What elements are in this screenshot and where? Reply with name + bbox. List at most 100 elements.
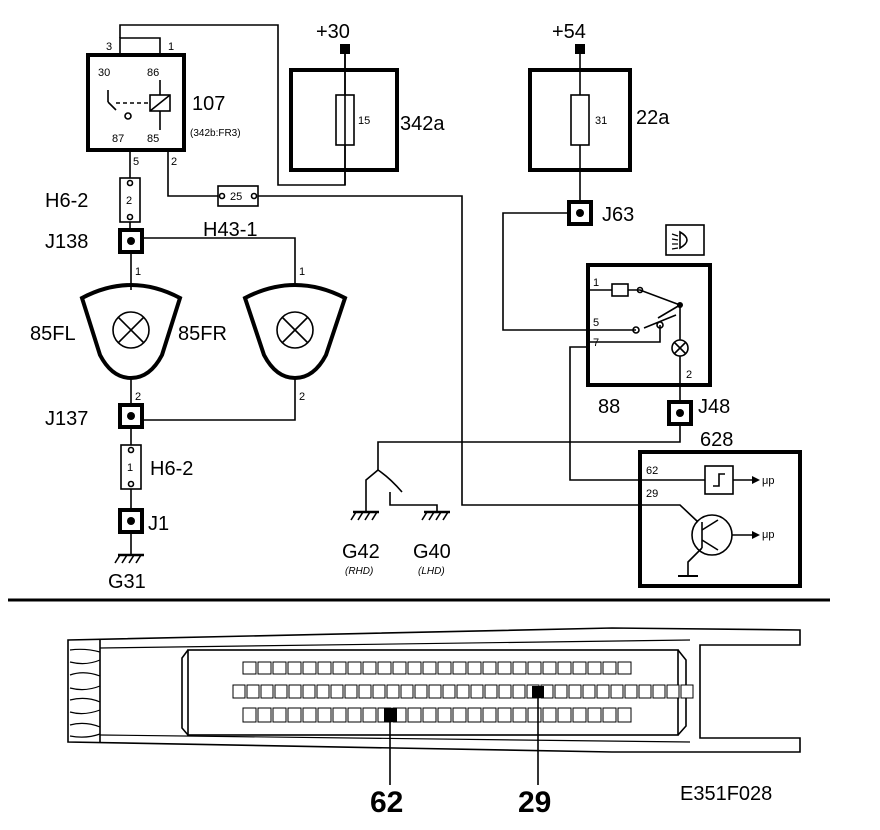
connector-pin bbox=[482, 707, 497, 723]
connector-view bbox=[67, 627, 801, 753]
connector-pin bbox=[587, 707, 602, 723]
fuse-342a-num: 15 bbox=[358, 115, 370, 127]
power-plus54: +54 bbox=[552, 21, 586, 43]
connector-pin bbox=[386, 684, 400, 699]
connector-pin bbox=[512, 684, 526, 699]
connector-pin bbox=[624, 684, 638, 699]
ground-g42-label: G42 bbox=[342, 541, 380, 563]
connector-h6-2-bottom-label: H6-2 bbox=[150, 458, 193, 480]
ground-g40-label: G40 bbox=[413, 541, 451, 563]
ground-selector bbox=[365, 469, 438, 512]
connector-pin bbox=[372, 684, 386, 699]
relay-pin-3: 3 bbox=[106, 41, 112, 53]
headlight-symbol-icon bbox=[665, 224, 705, 256]
connector-pin bbox=[407, 707, 422, 723]
connector-pin bbox=[302, 707, 317, 723]
connector-pin bbox=[257, 661, 272, 675]
power-plus30: +30 bbox=[316, 21, 350, 43]
ecu-mu-bottom: μp bbox=[762, 529, 774, 541]
junction-j1-label: J1 bbox=[148, 513, 169, 535]
fuse-22a-label: 22a bbox=[636, 107, 670, 129]
connector-h6-2-bottom-pin: 1 bbox=[127, 462, 133, 474]
ecu-mu-top: μp bbox=[762, 475, 774, 487]
lamp-85fr-pin-bottom: 2 bbox=[299, 391, 305, 403]
ecu-628: 628 62 29 μp μp bbox=[638, 429, 802, 588]
figure-id: E351F028 bbox=[680, 783, 772, 805]
connector-pin-29 bbox=[532, 686, 544, 698]
connector-pin bbox=[288, 684, 302, 699]
ground-g31: G31 bbox=[108, 553, 146, 593]
junction-j137: J137 bbox=[45, 403, 144, 430]
fuse-342a-label: 342a bbox=[400, 113, 445, 135]
connector-pin bbox=[442, 684, 456, 699]
connector-pin bbox=[358, 684, 372, 699]
switch-88: 1 5 7 2 88 bbox=[586, 263, 712, 418]
connector-pin bbox=[512, 707, 527, 723]
connector-pin bbox=[302, 661, 317, 675]
connector-pin bbox=[602, 707, 617, 723]
junction-j138-label: J138 bbox=[45, 231, 88, 253]
connector-pin bbox=[377, 661, 392, 675]
junction-j48-label: J48 bbox=[698, 396, 730, 418]
connector-pin bbox=[572, 707, 587, 723]
connector-pin bbox=[467, 661, 482, 675]
connector-pin bbox=[317, 661, 332, 675]
pin-grid bbox=[232, 661, 694, 723]
relay-pin-85: 85 bbox=[147, 133, 159, 145]
lamp-85fr: 1 2 85FR bbox=[178, 266, 348, 403]
connector-pin bbox=[587, 661, 602, 675]
connector-pin bbox=[527, 707, 542, 723]
connector-pin bbox=[287, 707, 302, 723]
connector-pin bbox=[467, 707, 482, 723]
connector-pin bbox=[666, 684, 680, 699]
connector-pin bbox=[617, 661, 632, 675]
connector-pin-29-label: 29 bbox=[518, 786, 551, 819]
ecu-id: 628 bbox=[700, 429, 733, 451]
ecu-pin-29: 29 bbox=[646, 488, 658, 500]
ground-g42: G42 (RHD) bbox=[342, 510, 380, 577]
connector-pin bbox=[287, 661, 302, 675]
connector-pin bbox=[452, 707, 467, 723]
junction-j63-label: J63 bbox=[602, 204, 634, 226]
lamp-85fl: 1 2 85FL bbox=[30, 266, 183, 403]
connector-pin bbox=[498, 684, 512, 699]
connector-pin bbox=[272, 707, 287, 723]
connector-pin bbox=[274, 684, 288, 699]
connector-h43-1: 25 H43-1 bbox=[203, 185, 259, 241]
connector-pin bbox=[568, 684, 582, 699]
lamp-85fr-pin-top: 1 bbox=[299, 266, 305, 278]
connector-pin bbox=[484, 684, 498, 699]
connector-pin bbox=[332, 661, 347, 675]
switch-pin-5: 5 bbox=[593, 317, 599, 329]
connector-pin bbox=[470, 684, 484, 699]
junction-j48: J48 bbox=[667, 396, 730, 426]
connector-pin bbox=[242, 661, 257, 675]
connector-pin bbox=[362, 707, 377, 723]
ecu-pin-62: 62 bbox=[646, 465, 658, 477]
connector-pin bbox=[400, 684, 414, 699]
junction-j63: J63 bbox=[567, 200, 634, 226]
connector-pin bbox=[330, 684, 344, 699]
junction-j137-label: J137 bbox=[45, 408, 88, 430]
connector-pin bbox=[437, 707, 452, 723]
connector-pin bbox=[362, 661, 377, 675]
junction-j1: J1 bbox=[118, 508, 169, 535]
connector-pin bbox=[638, 684, 652, 699]
relay-ref: (342b:FR3) bbox=[190, 128, 241, 139]
connector-pin bbox=[610, 684, 624, 699]
connector-pin bbox=[497, 661, 512, 675]
ground-g31-label: G31 bbox=[108, 571, 146, 593]
connector-pin bbox=[232, 684, 246, 699]
connector-pin bbox=[302, 684, 316, 699]
connector-pin bbox=[407, 661, 422, 675]
fuse-22a: +54 31 22a bbox=[528, 21, 670, 202]
connector-pin bbox=[527, 661, 542, 675]
switch-id: 88 bbox=[598, 396, 620, 418]
connector-h6-2-top-label: H6-2 bbox=[45, 190, 88, 212]
connector-pin bbox=[260, 684, 274, 699]
wire-bundle bbox=[69, 648, 101, 738]
connector-pin bbox=[557, 707, 572, 723]
connector-pin bbox=[422, 707, 437, 723]
connector-pin bbox=[596, 684, 610, 699]
